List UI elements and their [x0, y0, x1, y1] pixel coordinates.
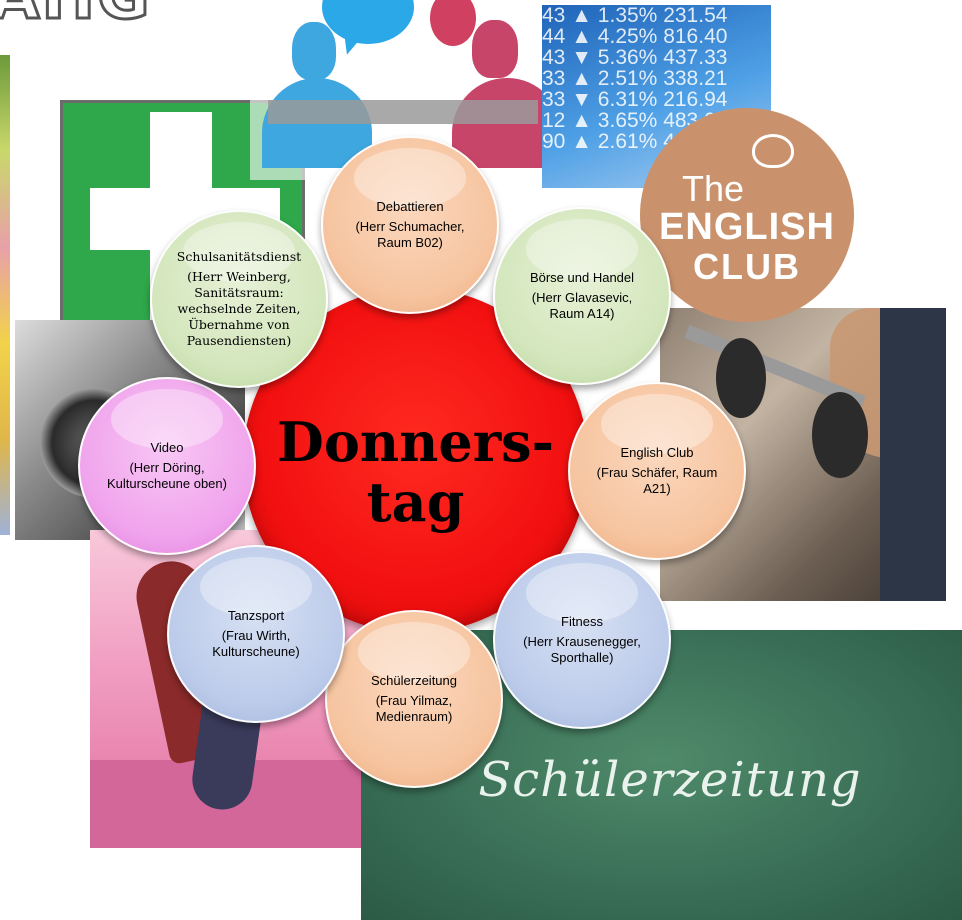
- node-title: Börse und Handel: [529, 270, 635, 285]
- node-schuelerzeitung: Schülerzeitung (Frau Yilmaz, Medienraum): [325, 610, 503, 788]
- node-detail: (Herr Glavasevic, Raum A14): [531, 290, 633, 321]
- ticker-row: 12 ▲ 3.65% 483.07: [542, 109, 728, 132]
- node-title: Schulsanitätsdienst: [176, 249, 302, 264]
- flowers-photo: [0, 55, 10, 535]
- center-title: Donners- tag: [243, 412, 588, 532]
- node-title: Debattieren: [376, 199, 444, 214]
- english-club-logo-english: ENGLISH: [659, 206, 835, 248]
- node-debattieren: Debattieren (Herr Schumacher, Raum B02): [321, 136, 499, 314]
- node-title: Tanzsport: [227, 608, 285, 623]
- dumbbell-plate: [812, 392, 868, 478]
- node-title: Video: [150, 440, 184, 455]
- english-club-logo: [640, 108, 854, 322]
- node-detail: (Frau Schäfer, Raum A21): [596, 465, 718, 496]
- ticker-row: 33 ▲ 2.51% 338.21: [542, 67, 728, 90]
- chalkboard-text: Schülerzeitung: [478, 752, 862, 808]
- podium-icon: [268, 100, 538, 124]
- ticker-row: 44 ▲ 4.25% 816.40: [542, 25, 728, 48]
- node-detail: (Herr Schumacher, Raum B02): [355, 219, 465, 250]
- node-detail: (Herr Krausenegger, Sporthalle): [523, 634, 641, 665]
- node-english-club: English Club (Frau Schäfer, Raum A21): [568, 382, 746, 560]
- ticker-row: 43 ▼ 5.36% 437.33: [542, 46, 728, 69]
- shirt-shape: [880, 308, 946, 601]
- center-title-line2: tag: [366, 470, 465, 534]
- dumbbell-plate: [716, 338, 766, 418]
- node-title: English Club: [620, 445, 694, 460]
- node-detail: (Herr Döring, Kulturscheune oben): [107, 460, 227, 491]
- speech-bubble-icon-red: [430, 0, 476, 46]
- person-icon-blue: [292, 22, 336, 80]
- english-club-logo-club: CLUB: [693, 246, 801, 287]
- node-detail: (Herr Weinberg, Sanitätsraum: wechselnde…: [177, 269, 301, 348]
- ticker-row: 43 ▲ 1.35% 231.54: [542, 5, 728, 27]
- teapot-icon: [752, 134, 794, 168]
- title-fragment: AHG: [0, 0, 152, 36]
- node-detail: (Frau Yilmaz, Medienraum): [375, 693, 453, 724]
- node-title: Fitness: [561, 614, 603, 629]
- english-club-logo-the: The: [682, 168, 745, 209]
- node-detail: (Frau Wirth, Kulturscheune): [212, 628, 300, 659]
- ticker-row: 33 ▼ 6.31% 216.94: [542, 88, 728, 111]
- node-video: Video (Herr Döring, Kulturscheune oben): [78, 377, 256, 555]
- node-tanzsport: Tanzsport (Frau Wirth, Kulturscheune): [167, 545, 345, 723]
- node-title: Schülerzeitung: [371, 673, 457, 688]
- person-icon-red: [472, 20, 518, 78]
- node-boerse-und-handel: Börse und Handel (Herr Glavasevic, Raum …: [493, 207, 671, 385]
- node-schulsanitaetsdienst: Schulsanitätsdienst (Herr Weinberg, Sani…: [150, 210, 328, 388]
- node-fitness: Fitness (Herr Krausenegger, Sporthalle): [493, 551, 671, 729]
- center-title-line1: Donners-: [277, 410, 554, 474]
